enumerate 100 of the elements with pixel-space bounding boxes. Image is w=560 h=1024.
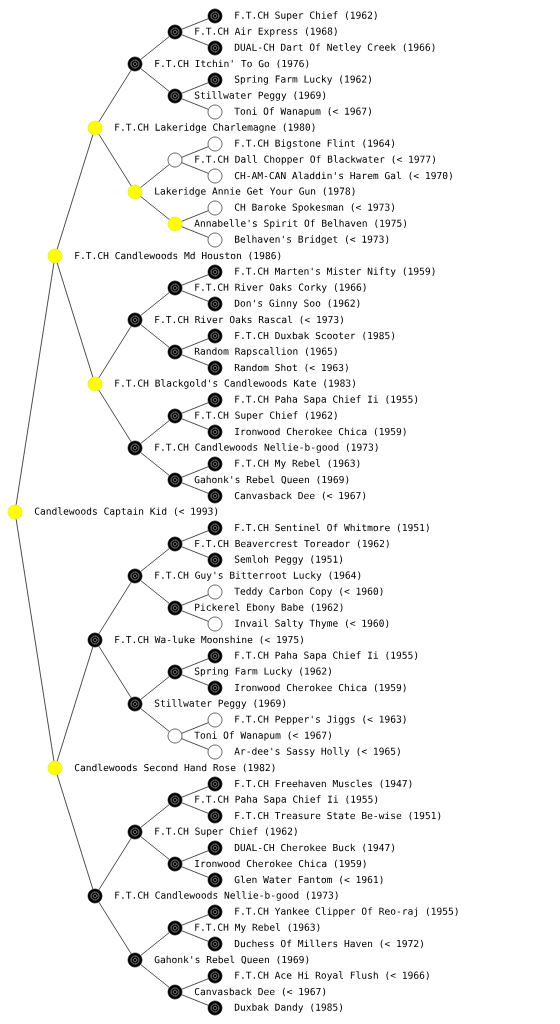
pedigree-entry: F.T.CH Paha Sapa Chief Ii (1955) bbox=[207, 392, 418, 408]
pedigree-entry: F.T.CH Pepper's Jiggs (< 1963) bbox=[207, 712, 406, 728]
node-label: DUAL-CH Cherokee Buck (1947) bbox=[234, 843, 395, 853]
connector-line bbox=[181, 658, 209, 670]
connector-line bbox=[181, 146, 209, 158]
connector-line bbox=[56, 134, 94, 250]
pedigree-entry: Ironwood Cherokee Chica (1959) bbox=[207, 424, 406, 440]
connector-line bbox=[181, 402, 209, 414]
pedigree-entry: F.T.CH Guy's Bitterroot Lucky (1964) bbox=[127, 568, 361, 584]
node-label: F.T.CH Freehaven Muscles (1947) bbox=[235, 779, 412, 789]
pedigree-entry: F.T.CH Candlewoods Nellie-b-good (1973) bbox=[127, 440, 378, 456]
pedigree-entry: DUAL-CH Cherokee Buck (1947) bbox=[207, 840, 394, 856]
node-label: Belhaven's Bridget (< 1973) bbox=[234, 235, 389, 245]
node-label: Random Rapscallion (1965) bbox=[194, 347, 337, 357]
node-label: F.T.CH Super Chief (1962) bbox=[235, 11, 377, 21]
connector-line bbox=[181, 418, 209, 430]
node-label: DUAL-CH Dart Of Netley Creek (1966) bbox=[234, 43, 435, 53]
connector-line bbox=[181, 594, 209, 606]
pedigree-entry: F.T.CH River Oaks Corky (1966) bbox=[167, 280, 366, 296]
connector-line bbox=[181, 546, 209, 558]
connector-line bbox=[181, 914, 209, 926]
node-label: F.T.CH Super Chief (1962) bbox=[155, 827, 297, 837]
pedigree-entry: Random Shot (< 1963) bbox=[207, 360, 348, 376]
connector-line bbox=[15, 262, 55, 506]
pedigree-entry: Teddy Carbon Copy (< 1960) bbox=[207, 584, 383, 600]
node-label: Ironwood Cherokee Chica (1959) bbox=[235, 683, 406, 693]
pedigree-entry: CH-AM-CAN Aladdin's Harem Gal (< 1970) bbox=[207, 168, 452, 184]
connector-line bbox=[181, 482, 209, 494]
node-label: Don's Ginny Soo (1962) bbox=[234, 299, 360, 309]
connector-line bbox=[98, 325, 132, 379]
node-label: F.T.CH Paha Sapa Chief Ii (1955) bbox=[235, 395, 418, 405]
node-label: F.T.CH Ace Hi Royal Flush (< 1966) bbox=[235, 971, 429, 981]
pedigree-entry: F.T.CH Freehaven Muscles (1947) bbox=[207, 776, 412, 792]
node-label: F.T.CH Paha Sapa Chief Ii (1955) bbox=[195, 795, 378, 805]
connector-line bbox=[181, 738, 209, 750]
pedigree-entry: F.T.CH Dall Chopper Of Blackwater (< 1977) bbox=[167, 152, 435, 168]
connector-line bbox=[140, 452, 170, 476]
node-label: Candlewoods Captain Kid (< 1993) bbox=[34, 507, 218, 517]
connector-line bbox=[181, 274, 209, 286]
node-label: F.T.CH My Rebel (1963) bbox=[195, 923, 320, 933]
node-label: Random Shot (< 1963) bbox=[234, 363, 348, 373]
node-label: Stillwater Peggy (1969) bbox=[154, 699, 286, 709]
connector-line bbox=[140, 420, 170, 444]
connector-line bbox=[181, 786, 209, 798]
node-label: Candlewoods Second Hand Rose (1982) bbox=[74, 763, 275, 773]
connector-line bbox=[181, 162, 209, 174]
pedigree-entry: Canvasback Dee (< 1967) bbox=[207, 488, 366, 504]
node-label: Spring Farm Lucky (1962) bbox=[234, 75, 371, 85]
node-label: Ironwood Cherokee Chica (1959) bbox=[235, 427, 406, 437]
pedigree-entry: F.T.CH Paha Sapa Chief Ii (1955) bbox=[207, 648, 418, 664]
node-label: F.T.CH Blackgold's Candlewoods Kate (1983) bbox=[115, 379, 355, 389]
pedigree-entry: F.T.CH Yankee Clipper Of Reo-raj (1955) bbox=[207, 904, 458, 920]
pedigree-entry: Ironwood Cherokee Chica (1959) bbox=[167, 856, 366, 872]
connector-line bbox=[181, 802, 209, 814]
connector-line bbox=[98, 69, 132, 123]
node-label: F.T.CH My Rebel (1963) bbox=[235, 459, 360, 469]
connector-line bbox=[98, 389, 132, 443]
node-label: Gahonk's Rebel Queen (1969) bbox=[194, 475, 349, 485]
connector-line bbox=[56, 646, 94, 762]
node-label: Glen Water Fantom (< 1961) bbox=[234, 875, 383, 885]
connector-line bbox=[181, 466, 209, 478]
connector-line bbox=[140, 580, 170, 604]
node-label: CH-AM-CAN Aladdin's Harem Gal (< 1970) bbox=[234, 171, 452, 181]
node-label: Ar-dee's Sassy Holly (< 1965) bbox=[234, 747, 400, 757]
node-label: Semloh Peggy (1951) bbox=[234, 555, 343, 565]
pedigree-entry: F.T.CH My Rebel (1963) bbox=[207, 456, 360, 472]
pedigree-entry: F.T.CH Treasure State Be-wise (1951) bbox=[207, 808, 441, 824]
pedigree-entry: Belhaven's Bridget (< 1973) bbox=[207, 232, 389, 248]
pedigree-entry: F.T.CH Air Express (1968) bbox=[167, 24, 337, 40]
pedigree-entry: Ironwood Cherokee Chica (1959) bbox=[207, 680, 406, 696]
pedigree-entry: F.T.CH River Oaks Rascal (< 1973) bbox=[127, 312, 343, 328]
node-label: F.T.CH Marten's Mister Nifty (1959) bbox=[235, 267, 435, 277]
node-label: F.T.CH Treasure State Be-wise (1951) bbox=[235, 811, 441, 821]
connector-line bbox=[181, 82, 209, 94]
pedigree-entry: DUAL-CH Dart Of Netley Creek (1966) bbox=[207, 40, 435, 56]
pedigree-entry: Canvasback Dee (< 1967) bbox=[167, 984, 326, 1000]
pedigree-entry: Candlewoods Second Hand Rose (1982) bbox=[47, 760, 275, 776]
connector-line bbox=[140, 164, 170, 188]
node-label: F.T.CH Sentinel Of Whitmore (1951) bbox=[235, 523, 429, 533]
connector-line bbox=[140, 324, 170, 348]
pedigree-entry: F.T.CH Itchin' To Go (1976) bbox=[127, 56, 309, 72]
node-label: Pickerel Ebony Babe (1962) bbox=[195, 603, 343, 613]
node-label: Duchess Of Millers Haven (< 1972) bbox=[234, 939, 423, 949]
pedigree-entry: Candlewoods Captain Kid (< 1993) bbox=[7, 504, 218, 520]
node-label: F.T.CH Dall Chopper Of Blackwater (< 1977) bbox=[195, 155, 435, 165]
pedigree-entry: F.T.CH Ace Hi Royal Flush (< 1966) bbox=[207, 968, 429, 984]
connector-line bbox=[140, 196, 170, 220]
node-label: Ironwood Cherokee Chica (1959) bbox=[195, 859, 366, 869]
pedigree-entry: F.T.CH Blackgold's Candlewoods Kate (1983) bbox=[87, 376, 355, 392]
connector-line bbox=[181, 850, 209, 862]
pedigree-entry: F.T.CH Marten's Mister Nifty (1959) bbox=[207, 264, 435, 280]
pedigree-entry: Don's Ginny Soo (1962) bbox=[207, 296, 360, 312]
connector-line bbox=[181, 930, 209, 942]
connector-line bbox=[181, 354, 209, 366]
connector-line bbox=[181, 530, 209, 542]
connector-line bbox=[140, 36, 170, 60]
pedigree-entry: F.T.CH Wa-luke Moonshine (< 1975) bbox=[87, 632, 303, 648]
pedigree-entry: F.T.CH Super Chief (1962) bbox=[127, 824, 297, 840]
node-label: Canvasback Dee (< 1967) bbox=[234, 491, 366, 501]
connector-line bbox=[181, 210, 209, 222]
